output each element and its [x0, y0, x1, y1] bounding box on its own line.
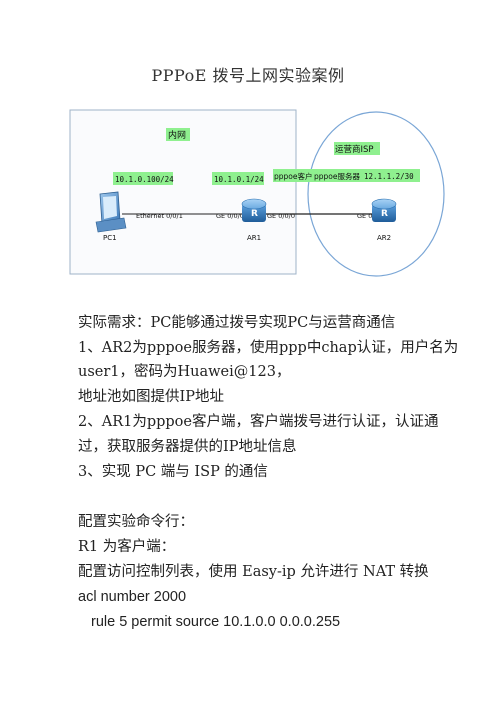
network-topology-diagram: 内网 运营商ISP 10.1.0.100/24 10.1.0.1/24 pppo… — [66, 106, 466, 281]
svg-text:R: R — [251, 209, 258, 219]
client-tag-label: pppoe客户端 — [274, 171, 320, 181]
isp-circle — [307, 111, 445, 277]
ar2-name-label: AR2 — [377, 234, 391, 242]
ar1-port-right-label: GE 0/0/0 — [267, 212, 295, 220]
requirement-item-1-pool: 地址池如图提供IP地址 — [78, 389, 224, 405]
acl-command: acl number 2000 — [78, 589, 187, 605]
document-title: PPPoE 拨号上网实验案例 — [151, 66, 345, 85]
acl-description: 配置访问控制列表，使用 Easy-ip 允许进行 NAT 转换 — [78, 564, 429, 580]
intranet-label-bg — [166, 128, 190, 141]
ar1-ip-label: 10.1.0.1/24 — [214, 175, 264, 184]
ar1-name-label: AR1 — [247, 234, 261, 242]
isp-label: 运营商ISP — [335, 144, 374, 155]
pc-ip-bg — [113, 172, 173, 185]
requirement-item-2: 2、AR1为pppoe客户端，客户端拨号进行认证，认证通 — [78, 414, 439, 430]
requirement-item-1: 1、AR2为pppoe服务器，使用ppp中chap认证，用户名为 — [78, 340, 459, 356]
pc-port-label: Ethernet 0/0/1 — [136, 212, 183, 220]
config-heading: 配置实验命令行： — [78, 514, 194, 530]
pc-ip-label: 10.1.0.100/24 — [115, 175, 174, 184]
client-heading: R1 为客户端： — [78, 539, 176, 555]
server-ip-label: 12.1.1.2/30 — [364, 172, 414, 181]
requirement-item-2-cont: 过，获取服务器提供的IP地址信息 — [78, 439, 297, 455]
ar1-port-left-label: GE 0/0/0 — [216, 212, 244, 220]
client-tag-bg — [273, 169, 321, 182]
ar2-port-label: GE 0/0/0 — [357, 212, 385, 220]
requirement-item-1-cont: user1，密码为Huawei@123， — [78, 364, 291, 380]
rule-command: rule 5 permit source 10.1.0.0 0.0.0.255 — [91, 614, 341, 630]
isp-label-bg — [334, 142, 380, 155]
server-tag-label: pppoe服务器 — [314, 171, 360, 181]
ar1-router-icon: R — [241, 198, 267, 222]
requirement-item-3: 3、实现 PC 端与 ISP 的通信 — [78, 464, 268, 480]
svg-text:R: R — [381, 209, 388, 219]
ar1-ip-bg — [212, 172, 264, 185]
server-tag-bg — [312, 169, 420, 182]
ar2-router-icon: R — [371, 198, 397, 222]
pc-icon — [95, 191, 127, 233]
intranet-label: 内网 — [168, 129, 186, 141]
requirement-line: 实际需求：PC能够通过拨号实现PC与运营商通信 — [78, 315, 396, 331]
pc-name-label: PC1 — [103, 234, 117, 242]
